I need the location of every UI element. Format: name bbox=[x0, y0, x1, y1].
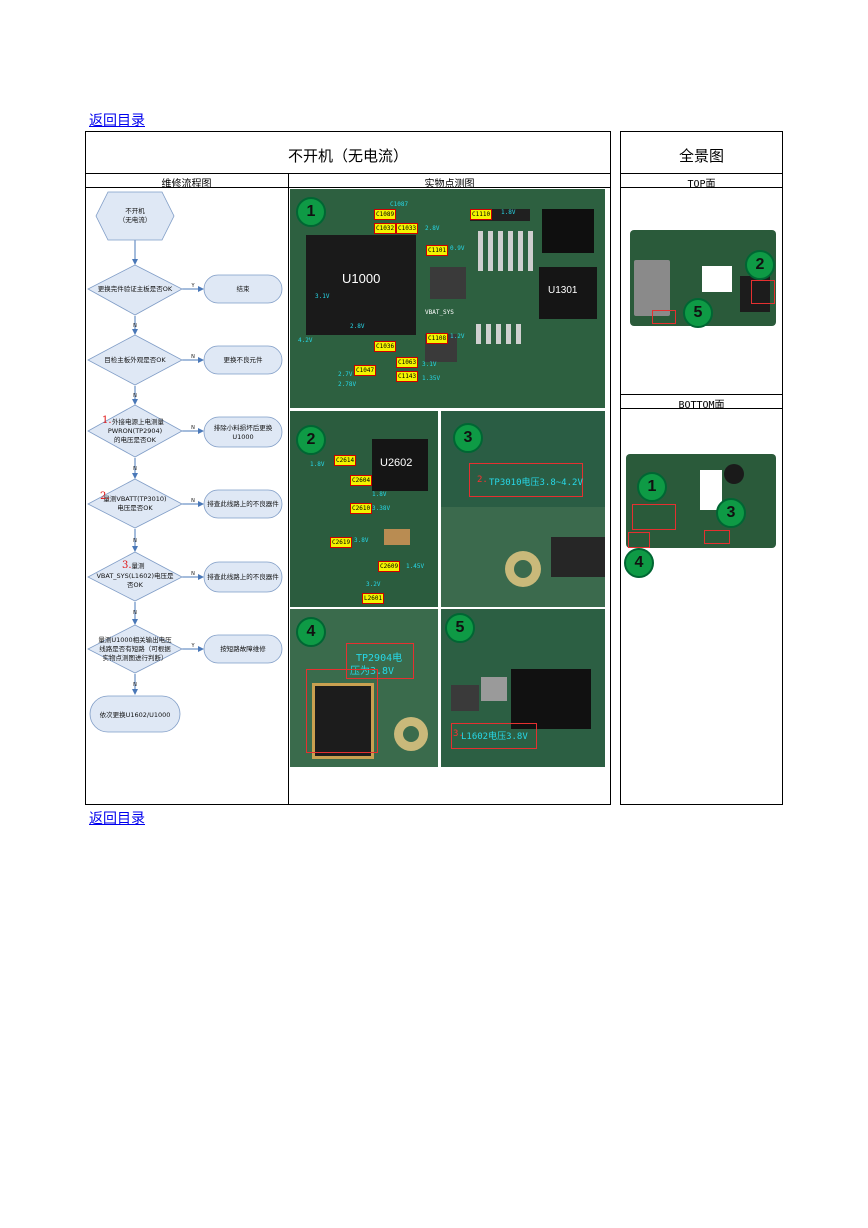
chip-u1000 bbox=[306, 235, 416, 335]
flow-step-6: 量测U1000相关输出电压 bbox=[98, 635, 172, 644]
photo-board-area-5: L1602电压3.8V 3. 5 bbox=[441, 609, 605, 767]
flow-yes-label: Y bbox=[190, 283, 195, 289]
flow-step-1: 更换完件验证主板是否OK bbox=[98, 284, 173, 293]
svg-text:电压是否OK: 电压是否OK bbox=[117, 503, 153, 512]
bottom-face-header: BOTTOM面 bbox=[678, 400, 725, 411]
marker-tp2904 bbox=[346, 643, 414, 679]
flow-step-4: 量测VBATT(TP3010) bbox=[103, 495, 166, 503]
divider bbox=[85, 187, 611, 188]
flow-end: 依次更换U1602/U1000 bbox=[100, 710, 171, 719]
svg-text:N: N bbox=[191, 354, 195, 360]
flow-no-label: N bbox=[133, 323, 137, 329]
callout-1: 1 bbox=[296, 197, 326, 227]
svg-text:（无电流）: （无电流） bbox=[119, 215, 152, 224]
flow-result-6: 按短路故障维修 bbox=[220, 644, 266, 653]
flow-step-3: 外接电源上电测量 bbox=[112, 417, 165, 426]
bottom-callout-1: 1 bbox=[637, 472, 667, 502]
panorama-title: 全景图 bbox=[678, 147, 724, 165]
svg-text:N: N bbox=[191, 571, 195, 577]
callout-2: 2 bbox=[296, 425, 326, 455]
marker-l1602 bbox=[451, 723, 537, 749]
divider bbox=[620, 173, 783, 174]
divider bbox=[620, 408, 783, 409]
chip-u2602 bbox=[372, 439, 428, 491]
panorama-table bbox=[620, 131, 783, 805]
svg-text:线路是否有短路（可根据: 线路是否有短路（可根据 bbox=[99, 644, 171, 653]
flow-result-2: 更换不良元件 bbox=[224, 355, 264, 364]
photo-column-header: 实物点测图 bbox=[424, 179, 475, 190]
marker-tp3010 bbox=[469, 463, 583, 497]
top-face-header: TOP面 bbox=[687, 179, 716, 190]
photo-board-area-1: U1000 U1301 VBAT_SYS C1089 C1032 C1033 C… bbox=[290, 189, 605, 408]
callout-5: 5 bbox=[445, 613, 475, 643]
back-to-toc-link-bottom[interactable]: 返回目录 bbox=[89, 811, 145, 827]
repair-flowchart: 不开机 （无电流） 更换完件验证主板是否OK 结束 目检主板外观是否OK 更换不… bbox=[87, 191, 283, 733]
svg-text:Y: Y bbox=[190, 643, 195, 649]
flow-step-2: 目检主板外观是否OK bbox=[104, 355, 166, 364]
main-table bbox=[85, 131, 611, 805]
svg-text:N: N bbox=[133, 466, 137, 472]
svg-text:N: N bbox=[133, 610, 137, 616]
bottom-callout-3: 3 bbox=[716, 498, 746, 528]
divider bbox=[620, 187, 783, 188]
svg-text:N: N bbox=[133, 538, 137, 544]
flow-step-4-number: 2. bbox=[100, 491, 110, 502]
svg-text:VBAT_SYS(L1602)电压是: VBAT_SYS(L1602)电压是 bbox=[96, 571, 174, 580]
chip-u1301 bbox=[539, 267, 597, 319]
connector-footprint bbox=[312, 683, 374, 759]
svg-text:的电压是否OK: 的电压是否OK bbox=[114, 435, 157, 444]
flow-step-5: 量测 bbox=[132, 562, 146, 570]
flow-result-5: 排查此线路上的不良器件 bbox=[207, 572, 279, 581]
column-divider bbox=[288, 173, 289, 805]
bottom-callout-4: 4 bbox=[624, 548, 654, 578]
svg-text:否OK: 否OK bbox=[127, 581, 144, 589]
divider bbox=[85, 173, 611, 174]
svg-text:PWRON(TP2904): PWRON(TP2904) bbox=[108, 427, 162, 435]
flow-result-1: 结束 bbox=[237, 284, 251, 293]
svg-text:N: N bbox=[133, 682, 137, 688]
svg-text:N: N bbox=[133, 393, 137, 399]
photo-board-area-3: TP3010电压3.8~4.2V 2. 3 bbox=[441, 411, 605, 607]
photo-board-area-4: TP2904电 压为3.8V 4 bbox=[290, 609, 438, 767]
top-callout-2: 2 bbox=[745, 250, 775, 280]
back-to-toc-link-top[interactable]: 返回目录 bbox=[89, 113, 145, 129]
svg-text:实物点测图进行判断）: 实物点测图进行判断） bbox=[103, 653, 168, 662]
flow-result-3: 排除小料损坏后更换 bbox=[214, 423, 273, 432]
flow-result-4: 排查此线路上的不良器件 bbox=[207, 499, 279, 508]
callout-3: 3 bbox=[453, 423, 483, 453]
photo-board-area-2: U2602 C2614 C2604 C2610 C2619 C2609 L260… bbox=[290, 411, 438, 607]
flow-step-3-number: 1. bbox=[102, 415, 112, 426]
main-title: 不开机（无电流） bbox=[287, 147, 408, 165]
svg-text:U1000: U1000 bbox=[232, 433, 253, 441]
svg-text:N: N bbox=[191, 498, 195, 504]
divider bbox=[620, 394, 783, 395]
flow-start: 不开机 bbox=[125, 206, 145, 215]
callout-4: 4 bbox=[296, 617, 326, 647]
flow-step-5-number: 3. bbox=[122, 560, 132, 571]
flow-column-header: 维修流程图 bbox=[161, 179, 212, 190]
svg-text:N: N bbox=[191, 425, 195, 431]
top-callout-5: 5 bbox=[683, 298, 713, 328]
